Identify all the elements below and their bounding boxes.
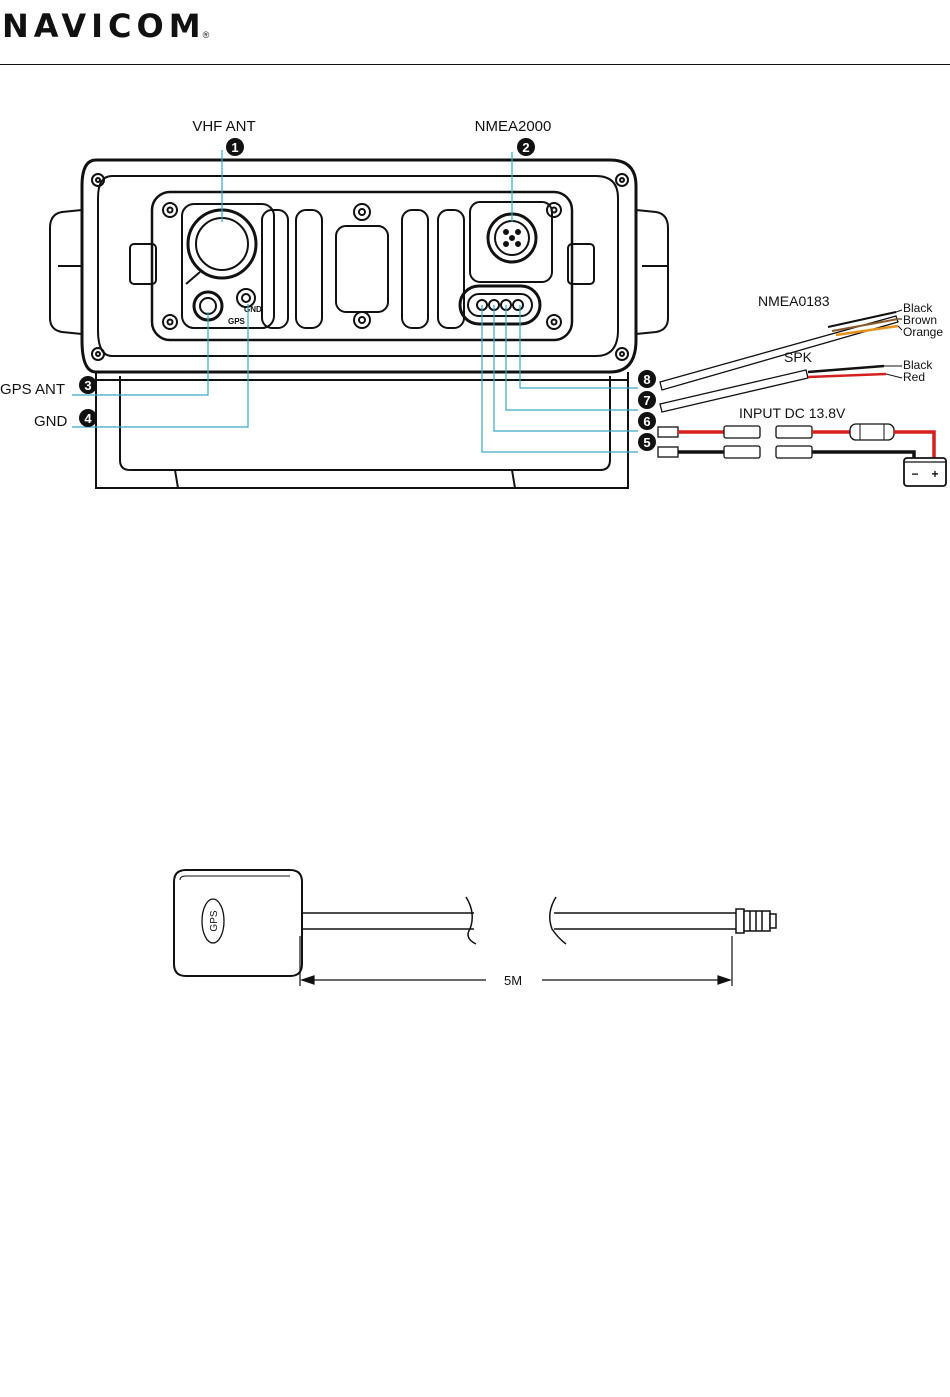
svg-text:6: 6 — [643, 414, 650, 429]
panel-gnd-mark: GND — [244, 305, 262, 314]
battery-minus: − — [911, 467, 918, 481]
svg-text:7: 7 — [643, 393, 650, 408]
svg-text:5: 5 — [643, 435, 650, 450]
port-2-badge: 2 — [517, 138, 535, 156]
port-4-badge: 4 — [79, 409, 97, 427]
svg-text:8: 8 — [643, 372, 650, 387]
svg-text:3: 3 — [84, 378, 91, 393]
port-4-label: GND — [34, 413, 68, 430]
port-5-badge: 5 — [638, 433, 656, 451]
svg-text:1: 1 — [231, 140, 238, 155]
port-8-badge: 8 — [638, 370, 656, 388]
gps-cable-length: 5M — [504, 973, 522, 988]
nmea0183-wire-orange: Orange — [903, 325, 943, 339]
port-2-label: NMEA2000 — [475, 118, 552, 135]
battery-plus: + — [931, 467, 938, 481]
gps-antenna — [174, 870, 302, 976]
port-6-badge: 6 — [638, 412, 656, 430]
dc-power-wiring — [658, 424, 946, 486]
spk-title: SPK — [784, 349, 813, 365]
radio-rear-panel — [50, 160, 668, 488]
gps-cable — [302, 897, 776, 944]
spk-wire-red: Red — [903, 370, 925, 384]
port-3-badge: 3 — [79, 376, 97, 394]
port-1-badge: 1 — [226, 138, 244, 156]
port-1-label: VHF ANT — [192, 118, 255, 135]
panel-gps-mark: GPS — [228, 317, 246, 326]
input-dc-title: INPUT DC 13.8V — [739, 405, 846, 421]
port-7-badge: 7 — [638, 391, 656, 409]
svg-text:4: 4 — [84, 411, 92, 426]
port-3-label: GPS ANT — [0, 381, 65, 398]
leader-lines — [72, 150, 638, 452]
svg-text:2: 2 — [522, 140, 529, 155]
gps-puck-label: GPS — [209, 910, 220, 931]
nmea0183-title: NMEA0183 — [758, 293, 830, 309]
